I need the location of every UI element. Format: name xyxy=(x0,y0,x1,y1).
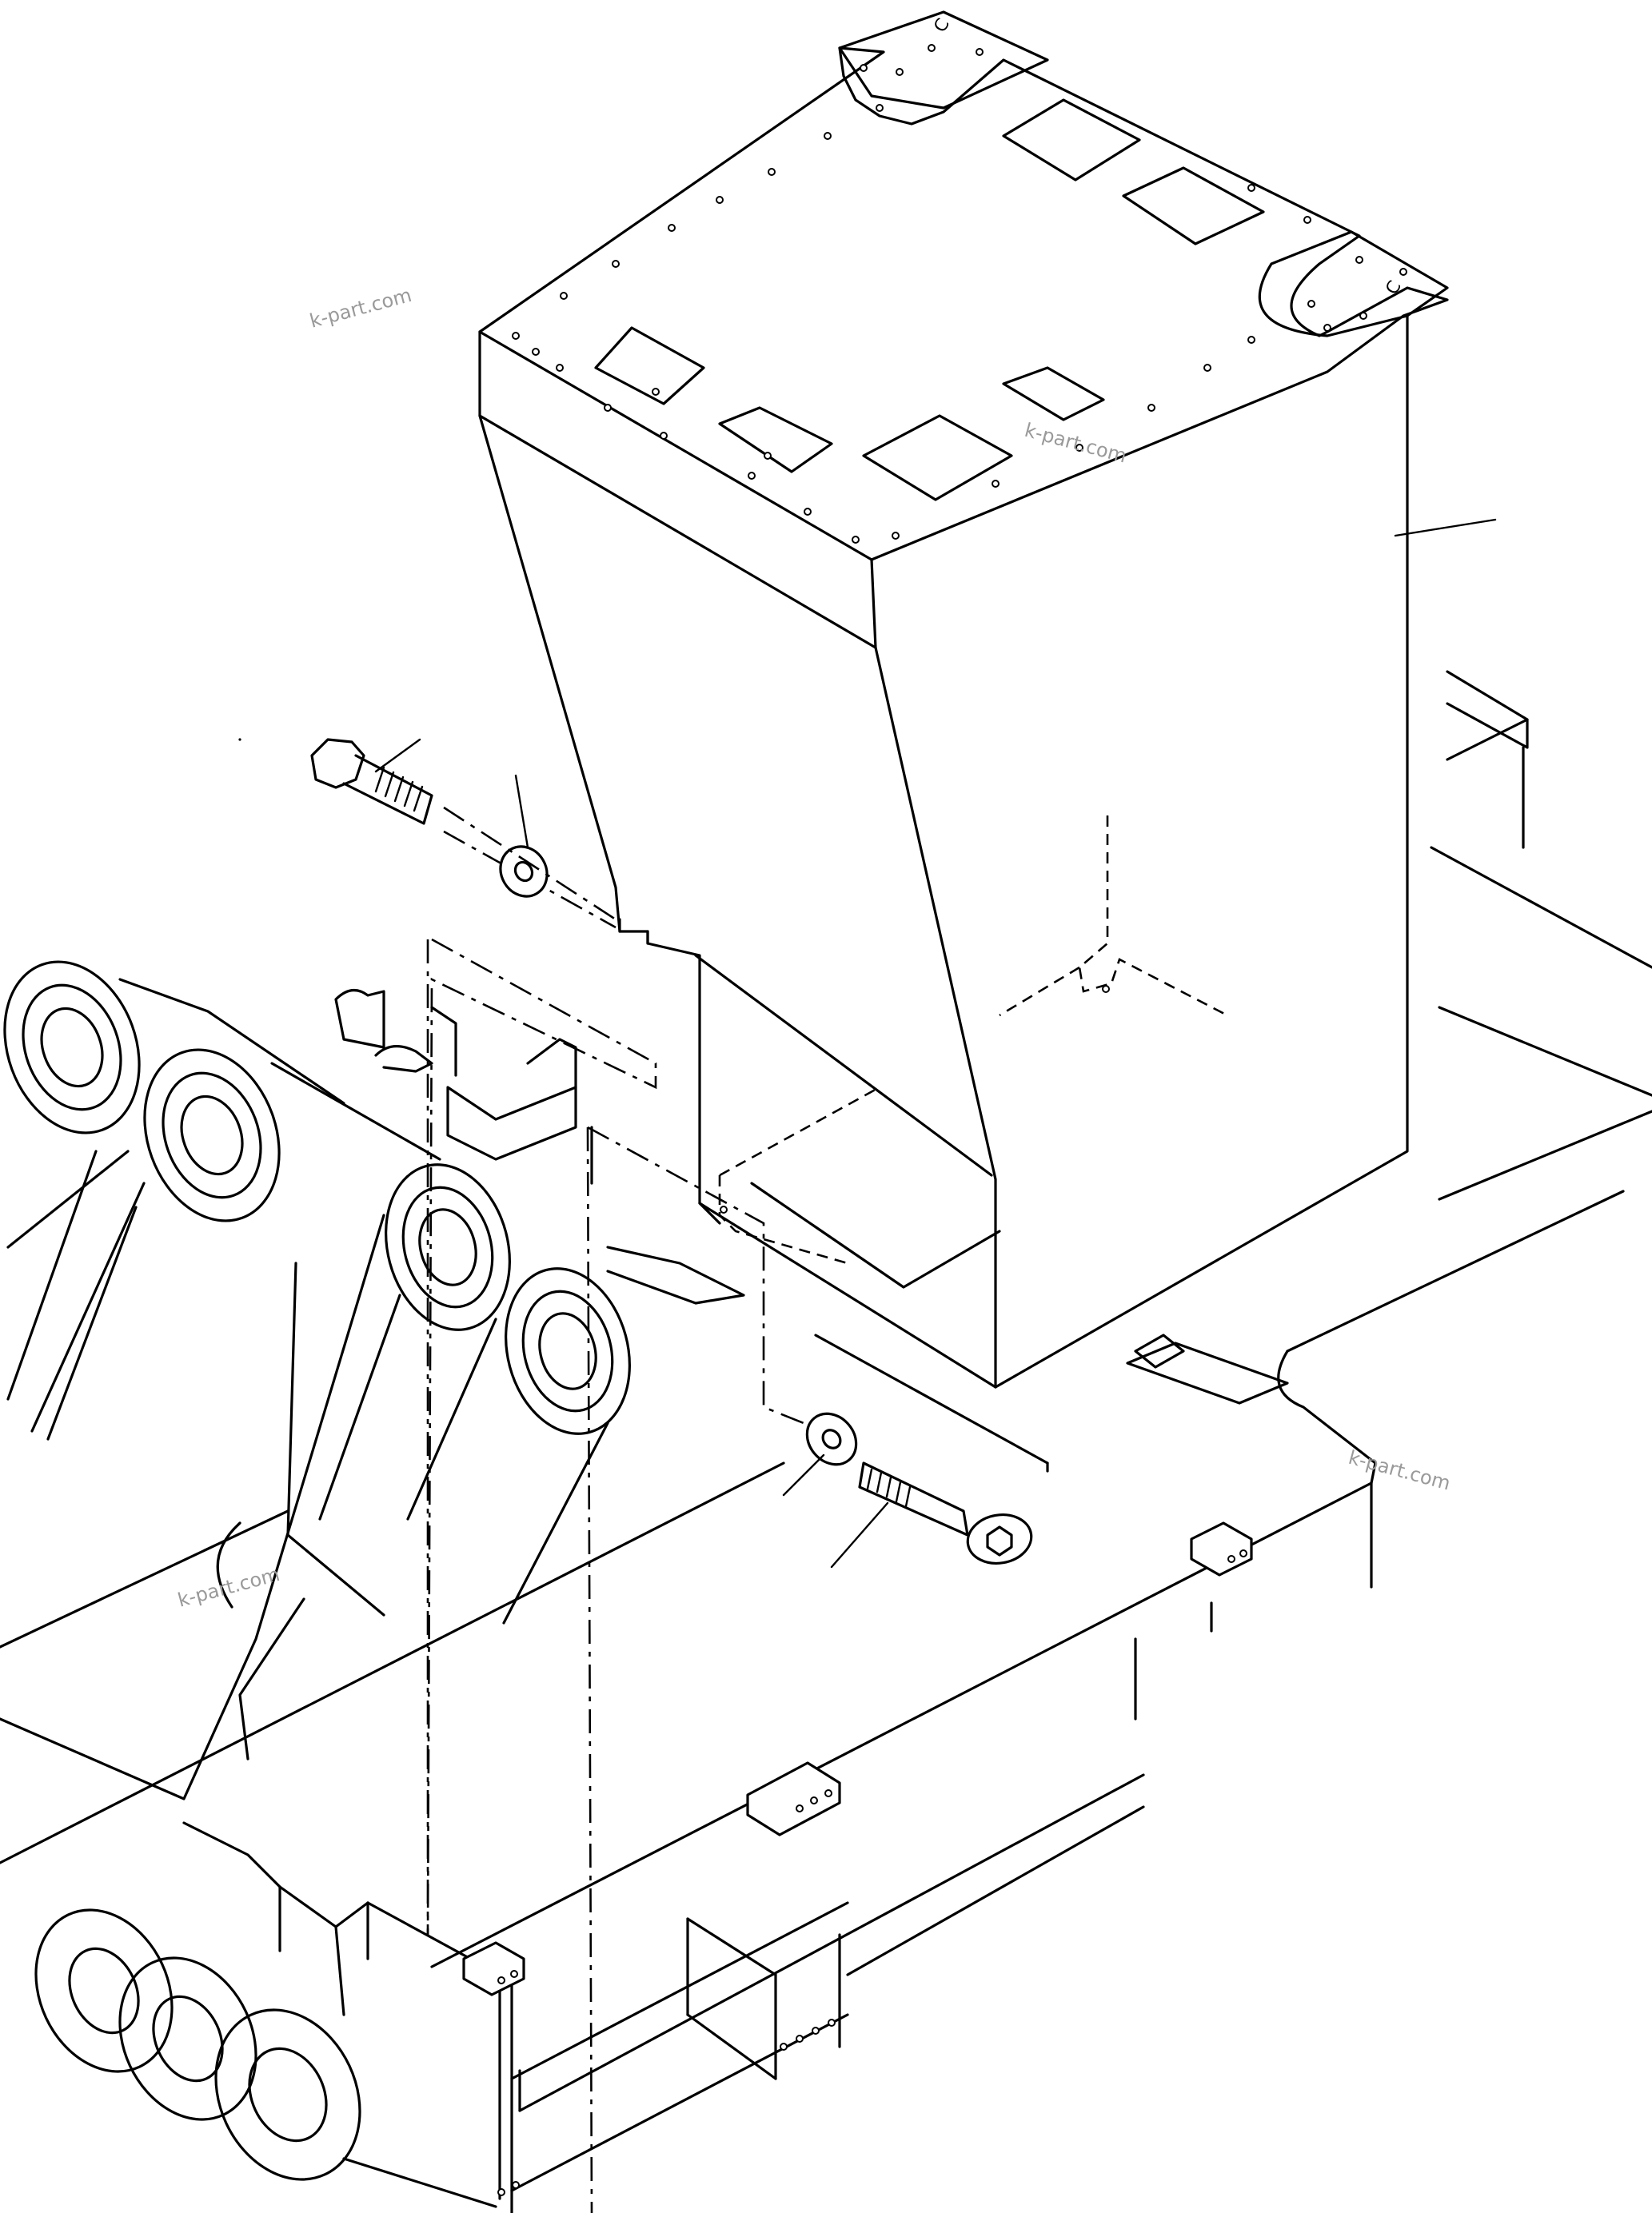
bolt-axis-upper xyxy=(443,806,617,921)
hidden-lines xyxy=(426,830,824,2213)
bolt-upper xyxy=(238,738,433,825)
boom-linkage xyxy=(0,960,785,2213)
washer-upper xyxy=(499,845,549,898)
washer-upper-leader xyxy=(514,774,529,849)
bolt-upper-leader xyxy=(374,738,421,773)
washer-lower-leader xyxy=(782,1453,825,1497)
box-leader xyxy=(1394,518,1497,537)
watermark-1: k-part.com xyxy=(307,284,413,333)
base-frame xyxy=(366,670,1652,2200)
top-holes xyxy=(512,44,1407,544)
plate-mark-top: C xyxy=(931,15,954,36)
bolt-lower-leader xyxy=(830,1501,889,1569)
main-box-cover: C C xyxy=(478,10,1449,1389)
bolt-lower xyxy=(858,1461,1033,1565)
washer-lower xyxy=(805,1412,858,1466)
